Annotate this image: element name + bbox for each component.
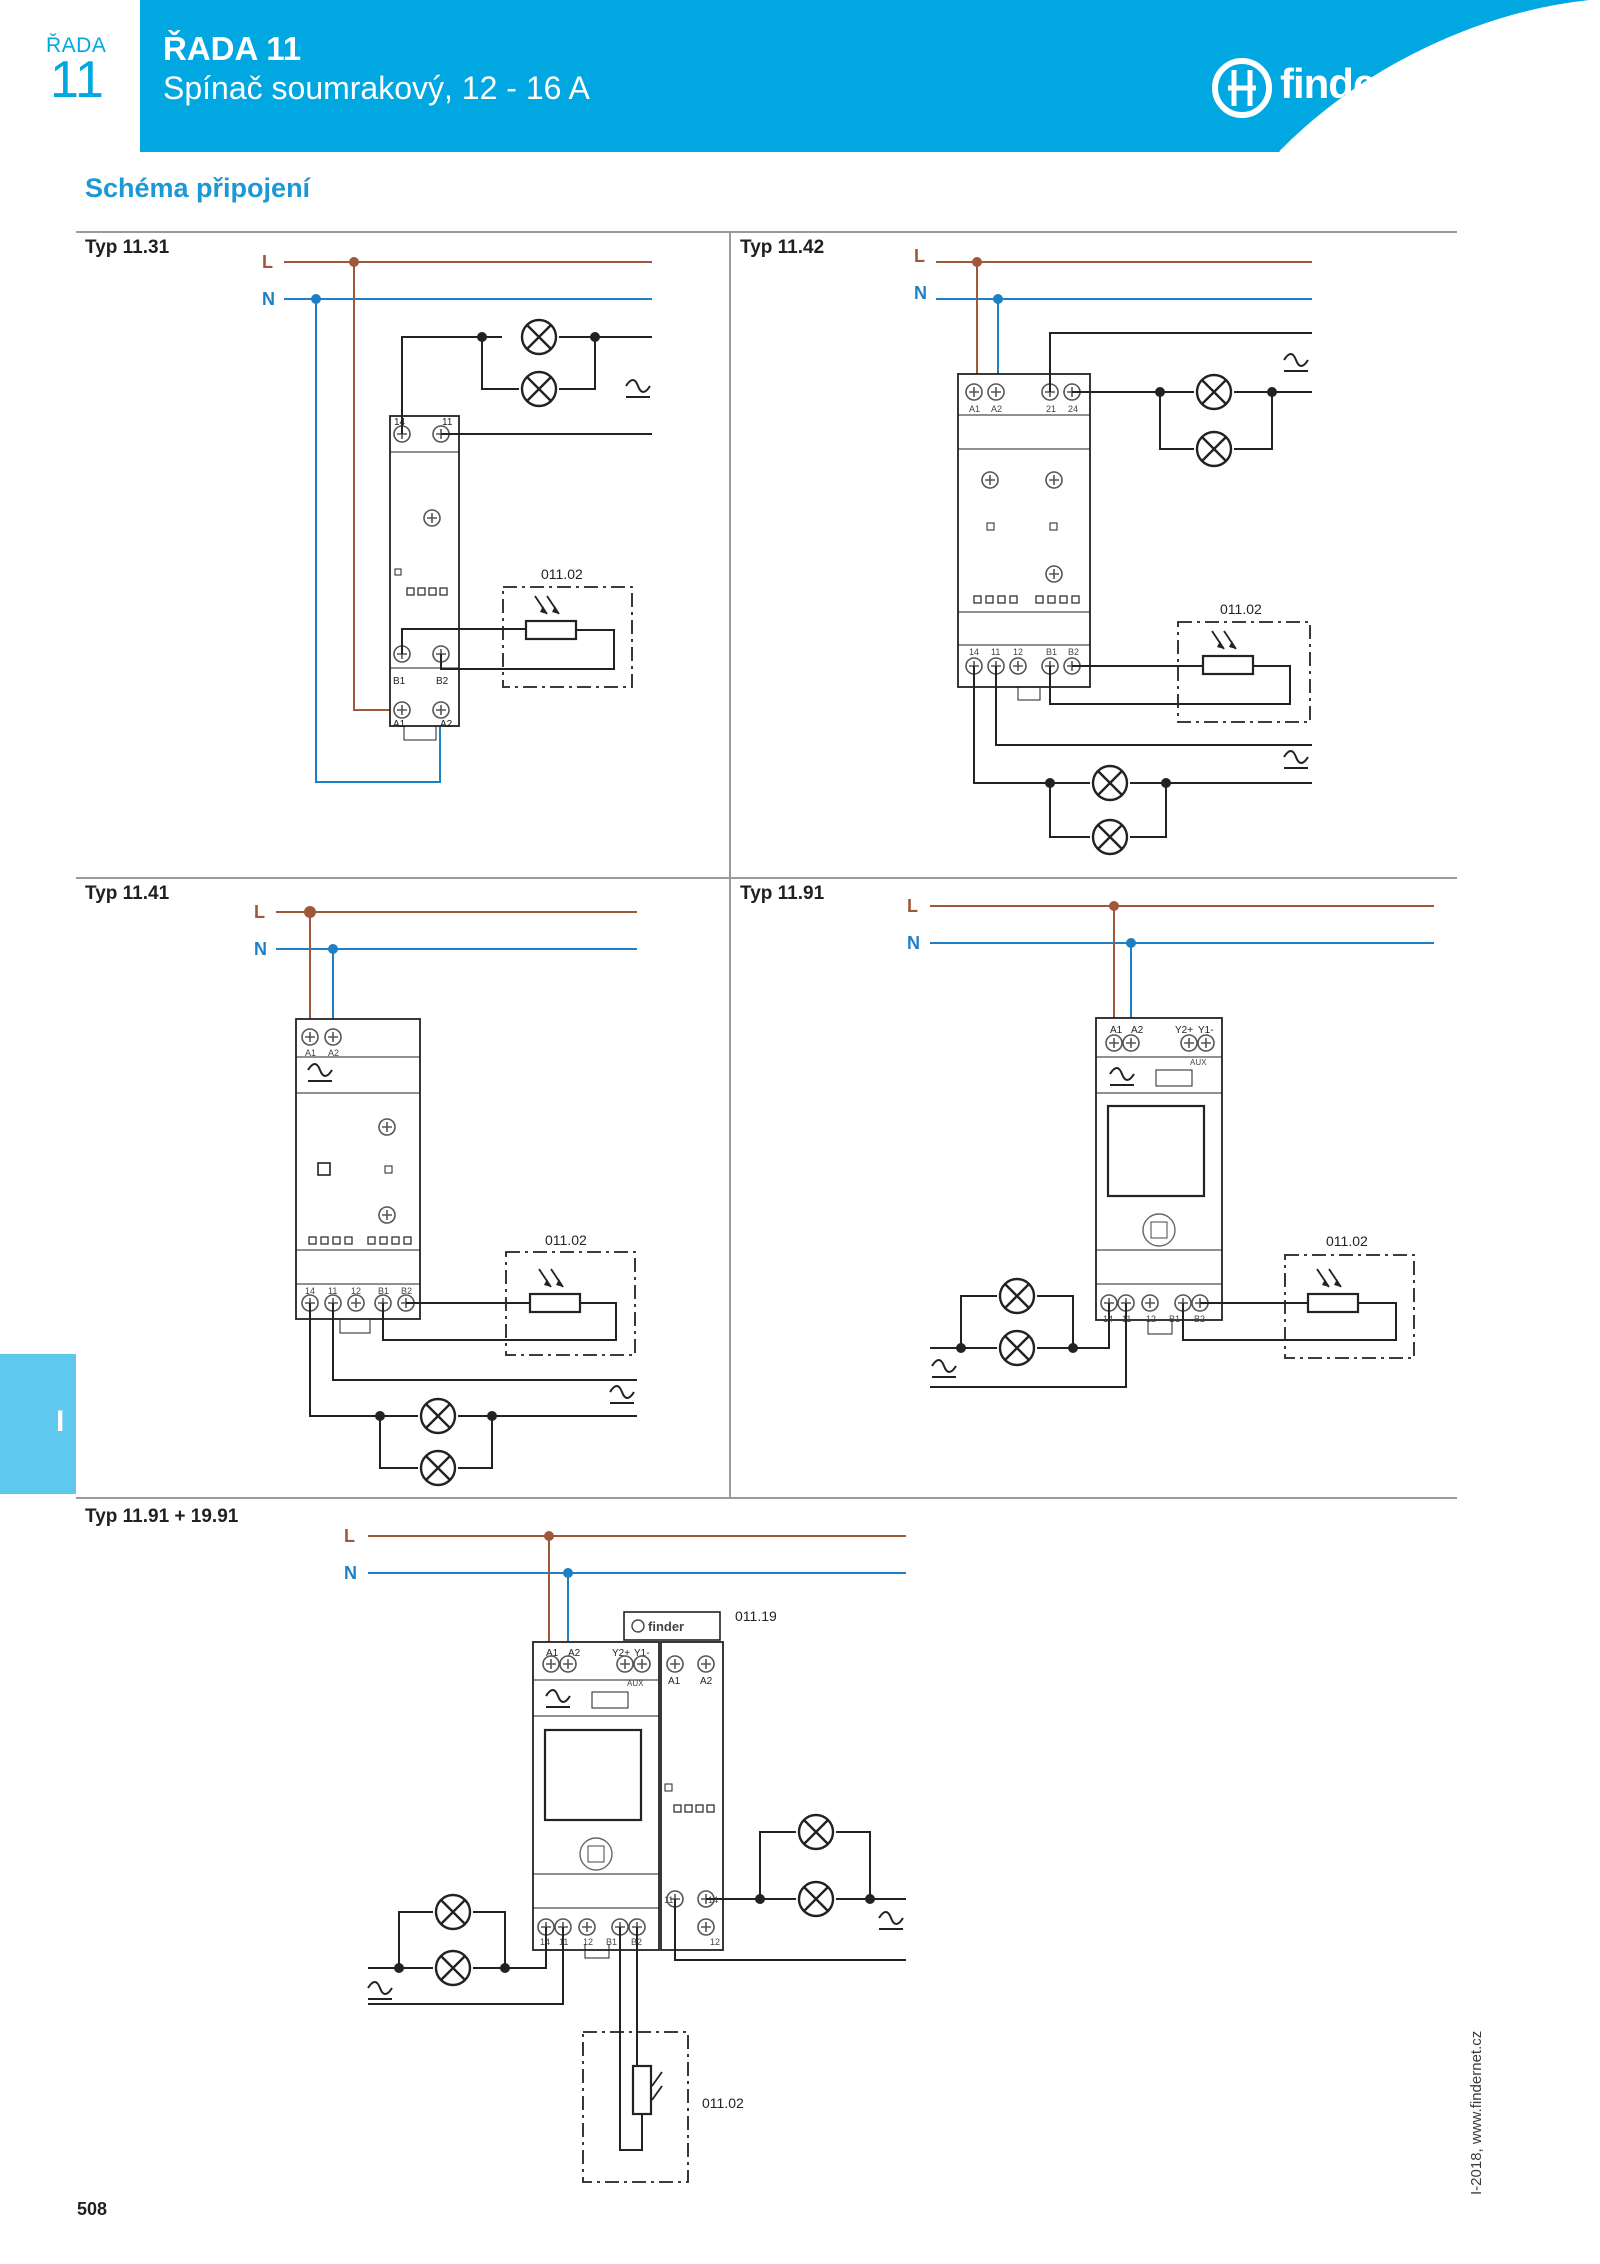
svg-text:A2: A2 (328, 1048, 339, 1058)
svg-text:A2: A2 (700, 1676, 713, 1687)
svg-text:N: N (254, 939, 267, 959)
side-tab (0, 1354, 76, 1494)
svg-text:B1: B1 (1169, 1314, 1180, 1324)
svg-text:B2: B2 (401, 1286, 412, 1296)
svg-text:L: L (254, 902, 265, 922)
svg-text:L: L (914, 246, 925, 266)
svg-text:011.02: 011.02 (545, 1232, 587, 1248)
svg-text:11: 11 (991, 647, 1000, 657)
svg-text:B2: B2 (1068, 647, 1079, 657)
svg-text:12: 12 (1013, 647, 1023, 657)
svg-text:L: L (344, 1526, 355, 1546)
svg-text:011.19: 011.19 (735, 1608, 777, 1624)
panel-label-11-91: Typ 11.91 (740, 883, 825, 904)
svg-text:AUX: AUX (1190, 1058, 1207, 1067)
diagram-11-31: L N 14 11 B1 B2 A1 A2 (262, 252, 652, 783)
svg-text:A2: A2 (1131, 1025, 1144, 1036)
panel-label-11-91-19-91: Typ 11.91 + 19.91 (85, 1506, 239, 1527)
svg-text:B1: B1 (606, 1937, 617, 1947)
svg-text:B2: B2 (1194, 1314, 1205, 1324)
svg-text:Y1-: Y1- (1198, 1025, 1214, 1036)
svg-text:Y2+: Y2+ (1175, 1025, 1193, 1036)
svg-text:A1: A1 (1110, 1025, 1123, 1036)
svg-text:B2: B2 (436, 676, 449, 687)
svg-text:11: 11 (328, 1286, 337, 1296)
svg-text:L: L (907, 896, 918, 916)
panel-label-11-42: Typ 11.42 (740, 237, 825, 258)
svg-text:N: N (914, 283, 927, 303)
svg-text:A1: A1 (393, 719, 406, 730)
svg-text:finder: finder (648, 1619, 684, 1634)
svg-text:12: 12 (1146, 1314, 1156, 1324)
page-number: 508 (77, 2199, 108, 2219)
svg-text:AUX: AUX (627, 1679, 644, 1688)
side-tab-letter: I (56, 1405, 65, 1438)
svg-text:A1: A1 (668, 1676, 681, 1687)
svg-text:12: 12 (351, 1286, 361, 1296)
svg-text:A2: A2 (991, 404, 1002, 414)
diagram-11-91: L N A1 A2 Y2+ Y1- AUX 14 11 12 B1 B2 011… (907, 896, 1434, 1388)
diagram-11-91-19-91: L N finder 011.19 A1 A2 Y2+ Y1- AUX 14 1… (344, 1526, 906, 2183)
svg-text:A2: A2 (440, 719, 453, 730)
panel-label-11-31: Typ 11.31 (85, 237, 170, 258)
svg-text:A2: A2 (568, 1648, 581, 1659)
svg-text:Y1-: Y1- (634, 1648, 650, 1659)
series-label: ŘADA (46, 34, 107, 57)
svg-text:A1: A1 (969, 404, 980, 414)
svg-text:011.02: 011.02 (1220, 601, 1262, 617)
svg-text:011.02: 011.02 (541, 566, 583, 582)
diagram-11-41: L N A1 A2 14 11 12 B1 B2 011.02 (254, 902, 637, 1487)
line-n-label: N (262, 289, 275, 309)
svg-text:B1: B1 (378, 1286, 389, 1296)
svg-text:21: 21 (1046, 404, 1056, 414)
svg-text:11: 11 (664, 1895, 673, 1905)
page-title: ŘADA 11 (163, 30, 302, 67)
panel-grid-lines (76, 231, 1457, 1499)
svg-text:B1: B1 (1046, 647, 1057, 657)
svg-text:N: N (344, 1563, 357, 1583)
svg-text:Y2+: Y2+ (612, 1648, 630, 1659)
series-number: 11 (50, 51, 104, 109)
svg-text:11: 11 (442, 417, 453, 428)
svg-text:24: 24 (1068, 404, 1078, 414)
line-l-label: L (262, 252, 273, 272)
svg-text:011.02: 011.02 (1326, 1233, 1368, 1249)
diagram-11-42: L N A1 A2 21 24 14 11 12 B1 B2 (914, 246, 1312, 856)
svg-text:14: 14 (969, 647, 979, 657)
page-subtitle: Spínač soumrakový, 12 - 16 A (163, 70, 590, 106)
svg-text:B1: B1 (393, 676, 406, 687)
svg-text:011.02: 011.02 (702, 2095, 744, 2111)
svg-text:N: N (907, 933, 920, 953)
svg-text:A1: A1 (546, 1648, 559, 1659)
svg-text:14: 14 (394, 417, 406, 428)
section-title: Schéma připojení (85, 173, 311, 203)
panel-label-11-41: Typ 11.41 (85, 883, 170, 904)
svg-text:12: 12 (710, 1937, 720, 1947)
svg-text:12: 12 (583, 1937, 593, 1947)
svg-text:A1: A1 (305, 1048, 316, 1058)
brand-name: finder (1280, 60, 1392, 107)
svg-text:14: 14 (305, 1286, 315, 1296)
